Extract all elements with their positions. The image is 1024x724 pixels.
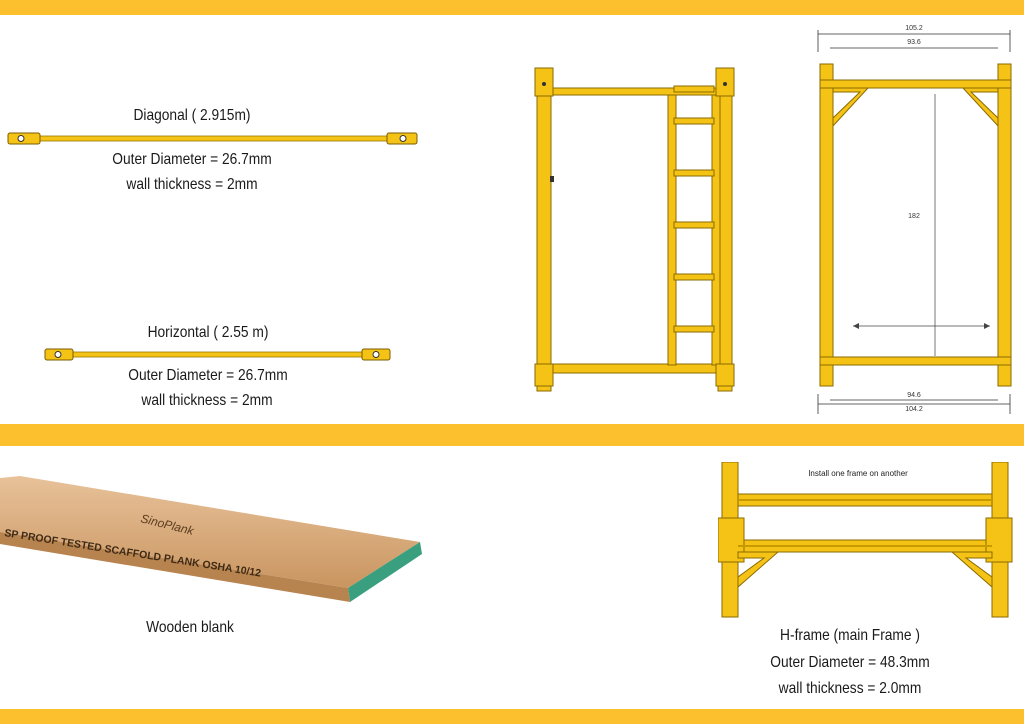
hframe-install-note: Install one frame on another	[808, 469, 908, 478]
walk-through-frame-drawing: 105.2 93.6 182 94.6 104.2	[817, 25, 1012, 414]
horizontal-outer-diameter: Outer Diameter = 26.7mm	[128, 367, 288, 384]
dimension-bottom-outer: 104.2	[905, 406, 923, 413]
dimension-top-inner: 93.6	[907, 39, 921, 46]
horizontal-brace-image	[44, 348, 391, 361]
hframe-wall-thickness: wall thickness = 2.0mm	[778, 680, 922, 697]
horizontal-wall-thickness: wall thickness = 2mm	[141, 392, 273, 409]
dimension-bottom-inner: 94.6	[907, 392, 921, 399]
ladder-frame-image	[534, 67, 735, 392]
bottom-accent-band	[0, 709, 1024, 724]
diagonal-wall-thickness: wall thickness = 2mm	[126, 176, 258, 193]
hframe-outer-diameter: Outer Diameter = 48.3mm	[770, 654, 930, 671]
horizontal-title: Horizontal ( 2.55 m)	[147, 324, 269, 341]
top-accent-band	[0, 0, 1024, 15]
dimension-top-outer: 105.2	[905, 25, 923, 32]
middle-accent-band	[0, 424, 1024, 446]
hframe-image: Install one frame on another	[718, 462, 1024, 622]
plank-caption: Wooden blank	[146, 619, 234, 636]
diagonal-title: Diagonal ( 2.915m)	[133, 107, 251, 124]
diagonal-outer-diameter: Outer Diameter = 26.7mm	[112, 151, 272, 168]
hframe-title: H-frame (main Frame )	[780, 627, 920, 644]
diagonal-brace-image	[7, 132, 418, 145]
dimension-height: 182	[908, 213, 920, 220]
wooden-plank-image: SinoPlank SP PROOF TESTED SCAFFOLD PLANK…	[0, 476, 422, 602]
